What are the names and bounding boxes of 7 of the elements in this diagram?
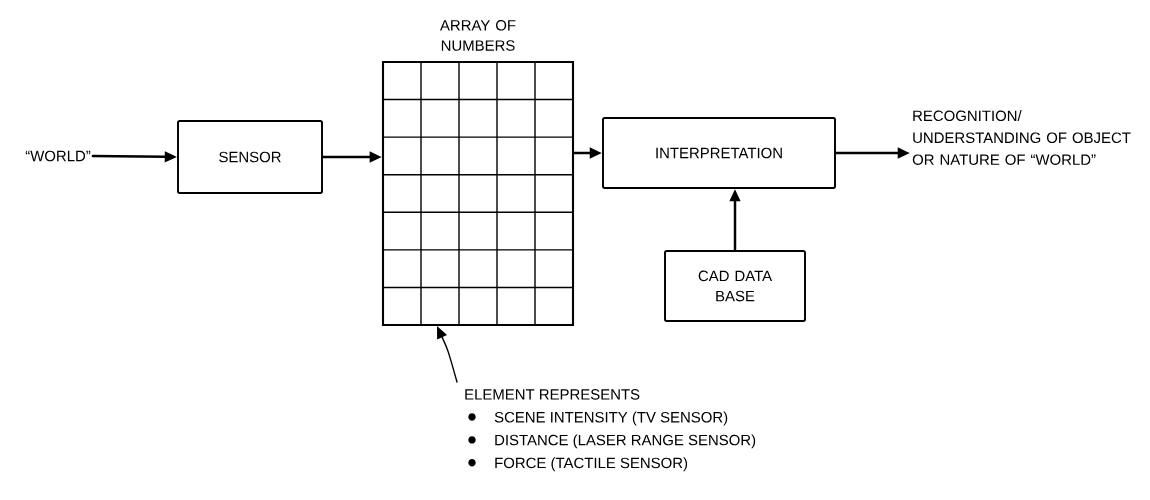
note-text: ELEMENT REPRESENTS SCENE INTENSITY (TV SENSOR) DISTANCE (LASER RANGE SENSOR) FORCE (TACTILE SENSOR) bbox=[465, 389, 756, 472]
process-box: SENSOR bbox=[177, 120, 323, 194]
process-box: INTERPRETATION bbox=[602, 117, 836, 189]
process-box: CAD DATA BASE bbox=[664, 250, 806, 322]
output-label: RECOGNITION/ UNDERSTANDING OF OBJECT OR NATURE OF “WORLD” bbox=[912, 110, 1131, 165]
input-label: “WORLD” bbox=[25, 150, 91, 162]
array-heading: ARRAY OF NUMBERS bbox=[440, 20, 516, 51]
